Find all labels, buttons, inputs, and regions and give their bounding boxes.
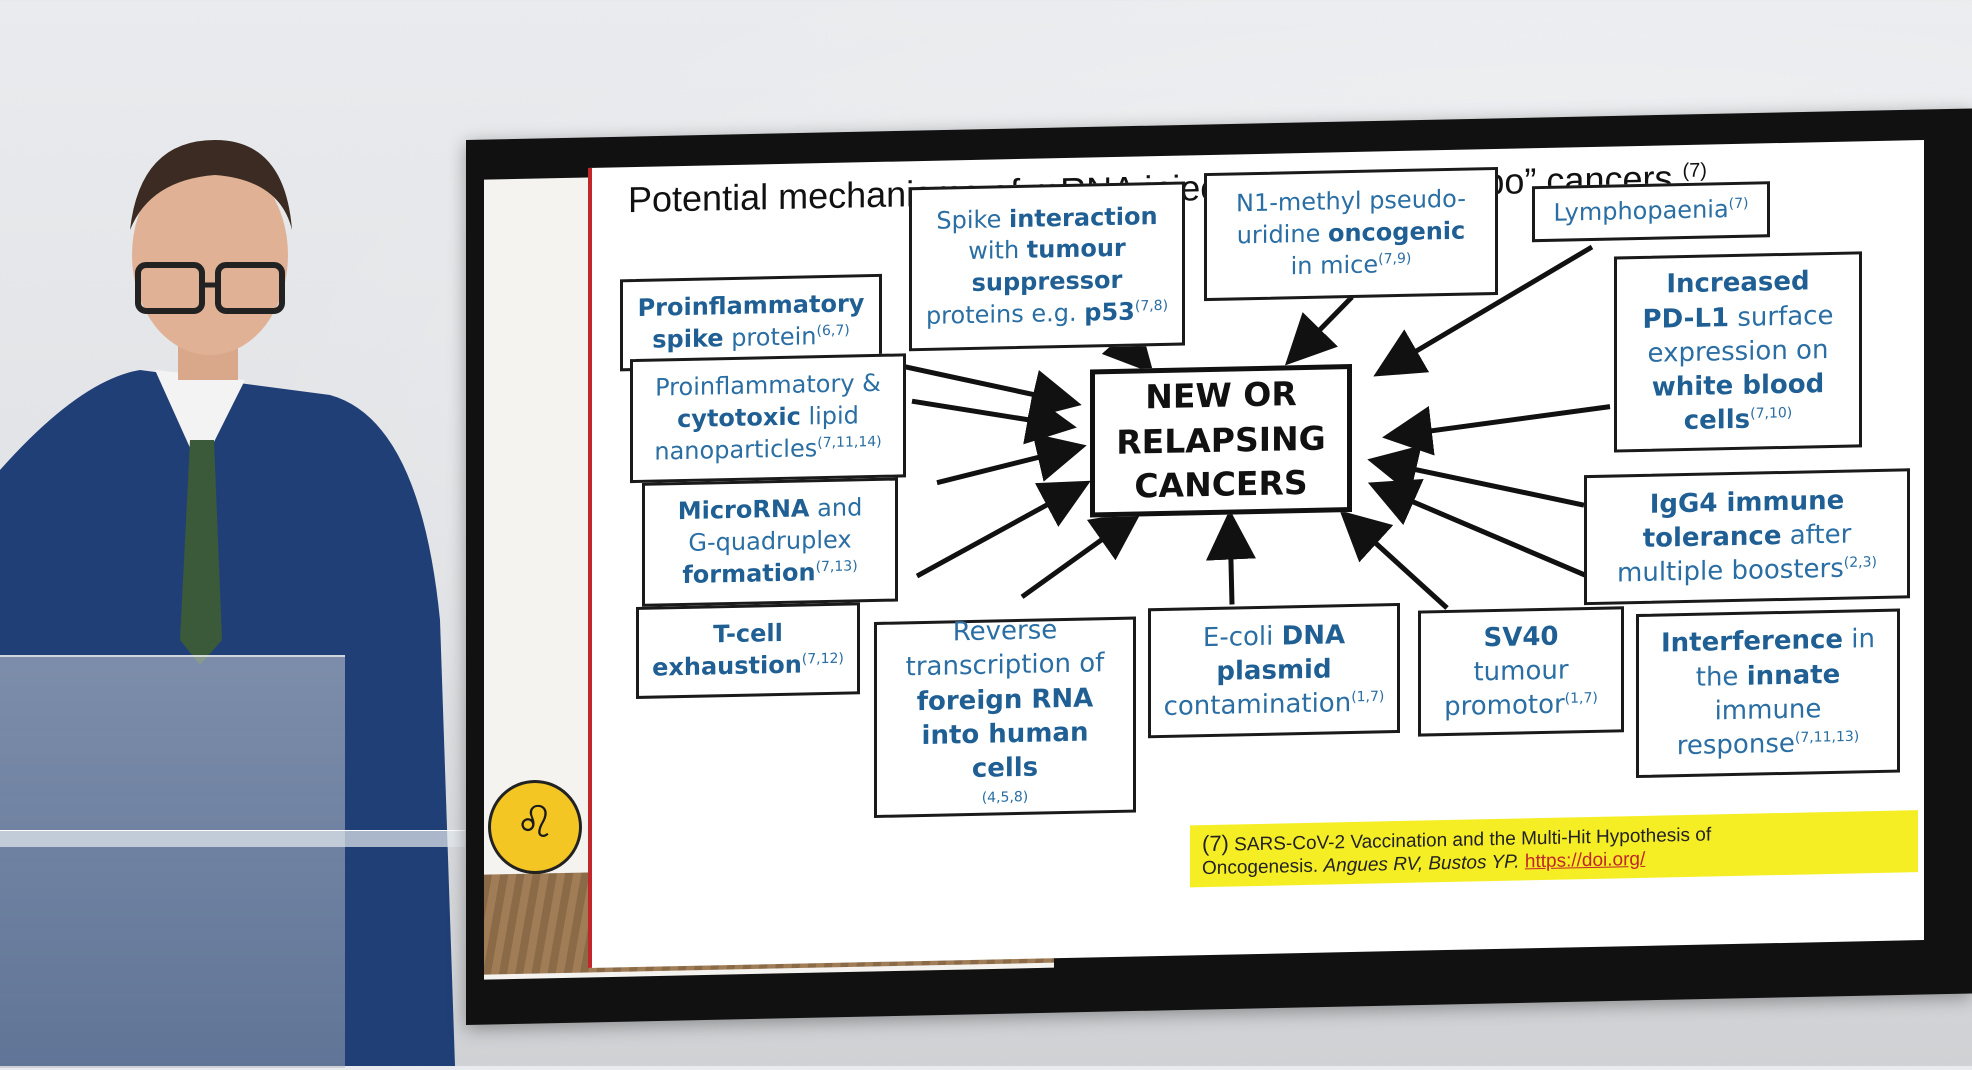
label: Interference (1661, 625, 1843, 659)
ref: (1,7) (1351, 689, 1384, 706)
label: G-quadruplex (688, 526, 851, 557)
center-box: NEW ORRELAPSINGCANCERS (1090, 364, 1352, 517)
label: innate (1747, 659, 1841, 691)
ref: (7,12) (802, 651, 844, 668)
ref: (6,7) (817, 323, 850, 340)
lion-icon: ♌ (491, 797, 579, 848)
ref: (1,7) (1565, 690, 1598, 707)
label: transcription of (906, 649, 1105, 683)
box-tcell: T-cell exhaustion(7,12) (636, 602, 860, 699)
citation-authors: Angues RV, Bustos YP. (1323, 851, 1519, 876)
label: SV40 (1483, 621, 1558, 653)
label: PD-L1 (1643, 303, 1730, 335)
label: Spike (936, 205, 1009, 235)
label: tumour (1027, 234, 1126, 264)
box-lymphopaenia: Lymphopaenia(7) (1532, 181, 1770, 242)
arrow-sv40 (1347, 515, 1447, 610)
box-lipid: Proinflammatory &cytotoxic lipid nanopart… (630, 353, 906, 483)
label: N1-methyl pseudo- (1236, 185, 1466, 218)
ref: (7,8) (1135, 298, 1168, 315)
label: after (1781, 519, 1851, 550)
podium (0, 655, 345, 1068)
label: E-coli (1203, 621, 1282, 653)
ref: (7,10) (1750, 406, 1792, 423)
label: and (810, 494, 863, 523)
podium-ledge (0, 830, 465, 847)
arrow-reverse (1022, 517, 1134, 597)
arrow-ecoli (1230, 520, 1232, 605)
label: oncogenic (1328, 217, 1465, 248)
slide: Potential mechanisms of mRNA injection i… (588, 140, 1924, 968)
label: MicroRNA (678, 495, 810, 526)
ref: (7,13) (816, 558, 858, 575)
label: in mice (1291, 250, 1379, 280)
label: Proinflammatory & (655, 369, 881, 402)
ref: (7,9) (1378, 251, 1411, 268)
label: lipid (801, 401, 859, 430)
label: formation (682, 558, 815, 589)
label: tumour (1473, 655, 1568, 687)
label: with (968, 236, 1027, 265)
label: p53 (1084, 297, 1135, 326)
label: Lymphopaenia (1553, 195, 1728, 227)
label: cytotoxic (677, 403, 801, 434)
label: tolerance (1643, 521, 1782, 554)
label: interaction (1009, 202, 1158, 233)
label: white blood (1652, 369, 1824, 403)
label: promotor (1444, 690, 1565, 723)
center-line-2: RELAPSING (1116, 418, 1325, 461)
label: exhaustion (652, 651, 802, 682)
citation-number: (7) (1202, 831, 1229, 857)
label: response (1677, 729, 1795, 761)
lion-logo: ♌ (488, 780, 582, 874)
center-line-3: CANCERS (1134, 463, 1307, 506)
label: surface (1729, 300, 1833, 332)
label: plasmid (1216, 654, 1331, 686)
arrow-spike (882, 358, 1072, 407)
label: contamination (1164, 688, 1352, 722)
label: proteins e.g. (926, 298, 1084, 329)
label: T-cell (713, 619, 783, 648)
center-line-1: NEW OR (1145, 374, 1297, 416)
arrow-microrna (937, 448, 1077, 483)
citation-text-2: Oncogenesis. (1202, 855, 1323, 879)
label: cells (1684, 405, 1750, 436)
label: nanoparticles (654, 434, 817, 465)
citation-link[interactable]: https://doi.org/ (1525, 849, 1645, 873)
label: uridine (1237, 220, 1328, 250)
label: Reverse (953, 615, 1058, 647)
ref: (7,11,14) (817, 434, 881, 451)
label: expression on (1648, 335, 1829, 369)
label: in (1843, 624, 1875, 655)
label: Increased (1666, 267, 1809, 300)
arrow-n1 (1292, 297, 1352, 358)
label: spike (652, 324, 723, 353)
label: foreign RNA (917, 683, 1094, 717)
label: multiple boosters (1617, 554, 1844, 589)
ref: (2,3) (1844, 554, 1877, 571)
label: protein (724, 322, 817, 352)
arrow-pdl1 (1392, 407, 1610, 437)
label: into human cells (922, 718, 1089, 785)
ref: (7,11,13) (1795, 729, 1859, 746)
label: immune (1715, 694, 1822, 726)
label: the (1696, 661, 1747, 692)
ref: (4,5,8) (982, 789, 1029, 806)
arrow-lipid (912, 398, 1067, 429)
label: DNA (1282, 620, 1345, 651)
label: IgG4 immune (1650, 485, 1845, 519)
ref: (7) (1729, 196, 1749, 212)
arrow-tcell (917, 486, 1082, 576)
label: Proinflammatory (638, 290, 865, 323)
label: suppressor (972, 266, 1123, 297)
